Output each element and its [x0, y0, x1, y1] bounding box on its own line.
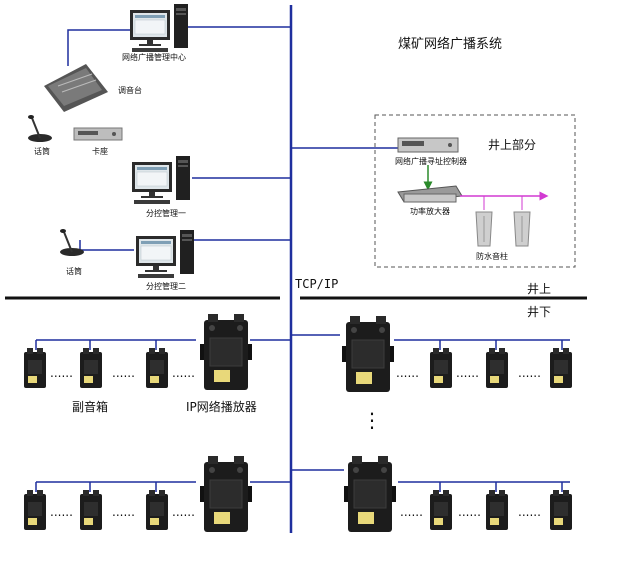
ellipsis: ...... — [172, 505, 195, 519]
label-surface-section: 井上部分 — [488, 138, 537, 152]
waterproof-column-speaker — [513, 211, 531, 247]
auxiliary-speaker-box — [24, 490, 46, 530]
auxiliary-speaker-box — [146, 490, 168, 530]
ellipsis: ...... — [50, 366, 73, 380]
label-mic-2: 话筒 — [66, 267, 82, 276]
auxiliary-speaker-box — [430, 348, 452, 388]
label-underground: 井下 — [527, 305, 552, 319]
auxiliary-speaker-box — [80, 490, 102, 530]
label-amplifier: 功率放大器 — [410, 207, 450, 216]
auxiliary-speaker-box — [24, 348, 46, 388]
surface-section-box — [374, 114, 576, 268]
ellipsis: ...... — [400, 505, 423, 519]
ip-network-player — [199, 313, 253, 391]
ellipsis: ...... — [396, 366, 419, 380]
label-management-center: 网络广播管理中心 — [122, 53, 186, 62]
ellipsis: ...... — [518, 366, 541, 380]
label-deck: 卡座 — [92, 147, 108, 156]
auxiliary-speaker-box — [550, 490, 572, 530]
management-center-computer — [129, 3, 189, 53]
power-amplifier — [397, 185, 463, 203]
broadcast-addressing-controller — [397, 137, 459, 153]
ip-network-player — [343, 455, 397, 533]
auxiliary-speaker-box — [146, 348, 168, 388]
auxiliary-speaker-box — [430, 490, 452, 530]
ellipsis: ...... — [458, 505, 481, 519]
sub-control-computer-2 — [135, 229, 195, 279]
ellipsis: ...... — [50, 505, 73, 519]
auxiliary-speaker-box — [550, 348, 572, 388]
waterproof-column-speaker — [475, 211, 493, 247]
vertical-ellipsis: ⋮ — [362, 408, 382, 432]
ellipsis: ...... — [112, 366, 135, 380]
label-sub-control-1: 分控管理一 — [146, 209, 186, 218]
ellipsis: ...... — [456, 366, 479, 380]
ellipsis: ...... — [172, 366, 195, 380]
label-mic-1: 话筒 — [34, 147, 50, 156]
auxiliary-speaker-box — [486, 348, 508, 388]
sub-control-computer-1 — [131, 155, 191, 205]
ellipsis: ...... — [112, 505, 135, 519]
mixing-console — [44, 64, 108, 112]
ip-network-player — [341, 315, 395, 393]
auxiliary-speaker-box — [80, 348, 102, 388]
ip-network-player — [199, 455, 253, 533]
auxiliary-speaker-box — [486, 490, 508, 530]
label-surface: 井上 — [527, 282, 552, 296]
label-tcpip: TCP/IP — [295, 277, 339, 291]
label-ip-player: IP网络播放器 — [186, 400, 257, 414]
label-aux-box: 副音箱 — [72, 400, 109, 414]
diagram-title: 煤矿网络广播系统 — [398, 37, 503, 52]
label-controller: 网络广播寻址控制器 — [395, 157, 467, 166]
label-mixer: 调音台 — [118, 86, 142, 95]
microphone-icon — [27, 114, 53, 143]
ellipsis: ...... — [518, 505, 541, 519]
label-column-speaker: 防水音柱 — [476, 252, 508, 261]
label-sub-control-2: 分控管理二 — [146, 282, 186, 291]
cassette-deck — [73, 127, 123, 141]
